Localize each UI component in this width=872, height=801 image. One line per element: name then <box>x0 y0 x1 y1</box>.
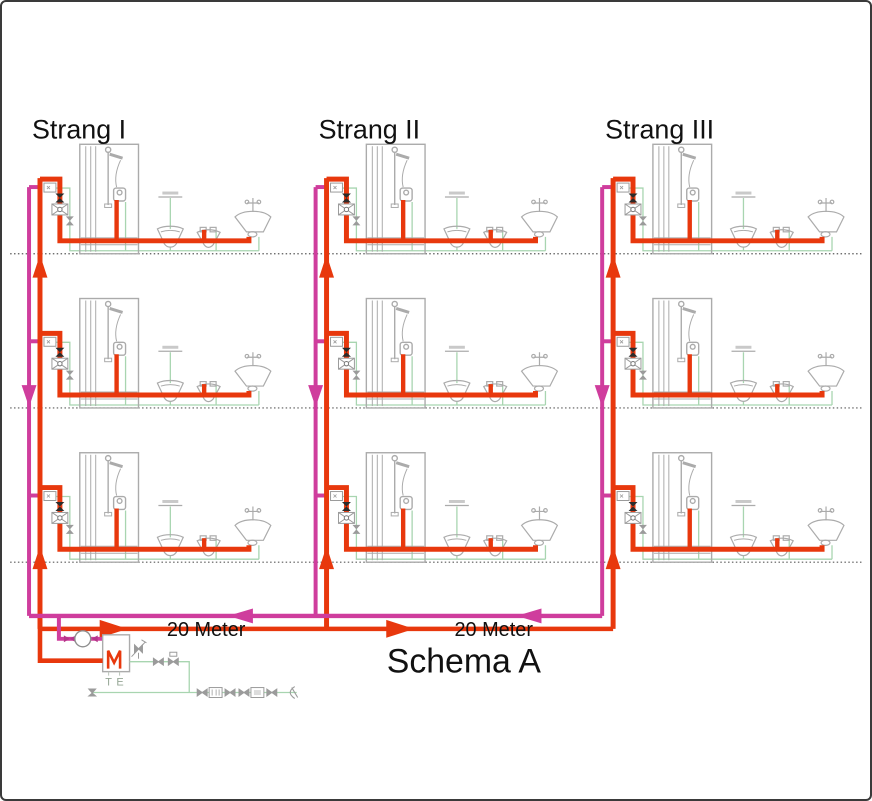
strand-3-title: Strang III <box>605 114 714 144</box>
return-arrow-icon <box>516 608 542 624</box>
supply-arrow-icon <box>99 619 128 638</box>
distance-label-1: 20 Meter <box>167 619 246 641</box>
filter-icon <box>208 687 223 699</box>
return-arrow-icon <box>228 608 253 624</box>
circulation-pump-icon <box>74 630 92 648</box>
heater-hot-outlet <box>37 626 103 663</box>
cold-feed-valves <box>87 651 299 699</box>
heater-coil <box>106 650 122 669</box>
storage-heater-icon <box>101 634 131 673</box>
safety-valve-icon <box>131 639 147 659</box>
heater-label-e: E <box>116 677 123 689</box>
schema-title: Schema A <box>387 643 542 681</box>
service-connection-icon <box>289 686 299 699</box>
distance-label-2: 20 Meter <box>454 619 533 641</box>
supply-arrow-icon <box>386 619 415 638</box>
heater-label-t: T <box>105 677 112 689</box>
strand-1-title: Strang I <box>32 114 126 144</box>
basement-distribution: T E <box>29 608 614 699</box>
strand-2-title: Strang II <box>319 114 421 144</box>
